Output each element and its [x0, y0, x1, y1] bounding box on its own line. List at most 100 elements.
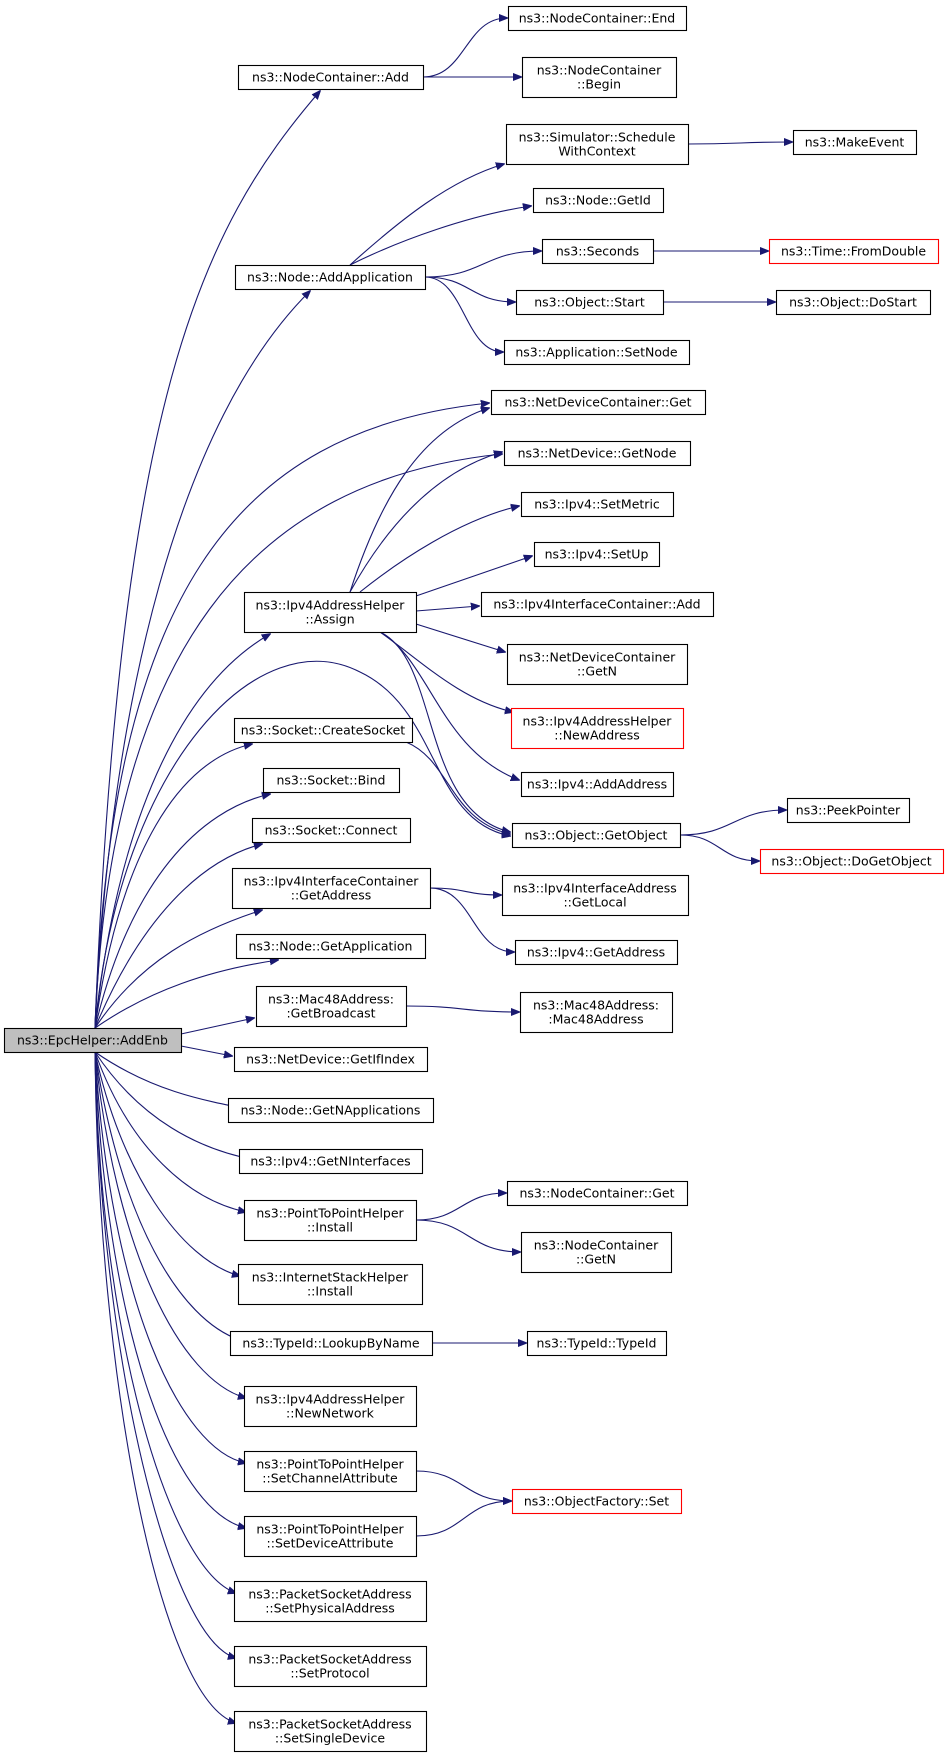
node-ipv4-getnifs[interactable]: ns3::Ipv4::GetNInterfaces — [238, 1148, 424, 1175]
node-label: ::SetDeviceAttribute — [267, 1536, 394, 1551]
edge-root-to-nd_getifindex — [180, 1045, 232, 1056]
node-box — [233, 1710, 428, 1753]
node-label: :Mac48Address — [548, 1012, 643, 1027]
edge-obj_getobject-to-peekpointer — [679, 810, 786, 836]
node-ipv4-setup[interactable]: ns3::Ipv4::SetUp — [533, 541, 661, 568]
node-obj-dostart[interactable]: ns3::Object::DoStart — [775, 289, 932, 316]
node-box — [490, 389, 707, 416]
node-nd-getifindex[interactable]: ns3::NetDevice::GetIfIndex — [233, 1046, 429, 1073]
node-sock-connect[interactable]: ns3::Socket::Connect — [251, 817, 412, 844]
edge-ipv4ah_assign-to-ndc_get — [349, 408, 489, 593]
node-box — [515, 289, 665, 316]
node-ipv4ah-newaddr[interactable]: ns3::Ipv4AddressHelper::NewAddress — [510, 707, 685, 750]
node-label: ns3::PacketSocketAddress — [248, 1717, 411, 1732]
node-ipv4ia-getlocal[interactable]: ns3::Ipv4InterfaceAddress::GetLocal — [501, 874, 690, 917]
node-time-fromdouble[interactable]: ns3::Time::FromDouble — [768, 238, 940, 265]
edge-root-to-ipv4ic_getaddr — [94, 910, 262, 1029]
node-typeid-ctor[interactable]: ns3::TypeId::TypeId — [526, 1330, 668, 1357]
node-label: ns3::Ipv4::GetNInterfaces — [250, 1154, 410, 1169]
node-node-getnapps[interactable]: ns3::Node::GetNApplications — [227, 1097, 435, 1124]
node-mac48-ctor[interactable]: ns3::Mac48Address::Mac48Address — [519, 991, 674, 1034]
node-box — [792, 129, 918, 156]
edge-node_addapp-to-sim_sched — [349, 164, 504, 266]
node-nc-end[interactable]: ns3::NodeContainer::End — [507, 5, 688, 32]
node-label: ns3::Ipv4InterfaceContainer — [244, 874, 420, 889]
node-ipv4-setmetric[interactable]: ns3::Ipv4::SetMetric — [520, 491, 675, 518]
node-p2p-install[interactable]: ns3::PointToPointHelper::Install — [243, 1199, 418, 1242]
node-box — [505, 123, 690, 166]
node-node-getid[interactable]: ns3::Node::GetId — [532, 187, 665, 214]
node-box — [233, 1046, 429, 1073]
edge-root-to-sock_create — [94, 744, 252, 1029]
node-nc-getn[interactable]: ns3::NodeContainer::GetN — [520, 1231, 673, 1274]
node-box — [251, 817, 412, 844]
node-mac48-getbcast[interactable]: ns3::Mac48Address::GetBroadcast — [255, 985, 408, 1028]
node-box — [233, 717, 414, 744]
node-label: ::Begin — [577, 77, 621, 92]
node-label: ns3::MakeEvent — [805, 135, 905, 150]
node-node-getapp[interactable]: ns3::Node::GetApplication — [235, 933, 427, 960]
node-p2p-setdev[interactable]: ns3::PointToPointHelper::SetDeviceAttrib… — [243, 1515, 418, 1558]
node-box — [532, 187, 665, 214]
node-label: ns3::PointToPointHelper — [256, 1457, 404, 1472]
node-ipv4ah-assign[interactable]: ns3::Ipv4AddressHelper::Assign — [243, 591, 418, 634]
node-ipv4-getaddr[interactable]: ns3::Ipv4::GetAddress — [514, 939, 679, 966]
node-label: ns3::Object::DoStart — [789, 295, 917, 310]
node-box — [519, 991, 674, 1034]
node-box — [234, 264, 427, 291]
node-label: ns3::Socket::CreateSocket — [241, 723, 406, 738]
node-root[interactable]: ns3::EpcHelper::AddEnb — [3, 1027, 183, 1054]
node-box — [533, 541, 661, 568]
node-label: ::SetSingleDevice — [275, 1731, 385, 1746]
node-p2p-setchan[interactable]: ns3::PointToPointHelper::SetChannelAttri… — [243, 1450, 418, 1493]
node-ndc-getn[interactable]: ns3::NetDeviceContainer::GetN — [506, 643, 689, 686]
node-sock-create[interactable]: ns3::Socket::CreateSocket — [233, 717, 414, 744]
node-box — [768, 238, 940, 265]
node-ipv4ic-add[interactable]: ns3::Ipv4InterfaceContainer::Add — [480, 591, 715, 618]
node-ipv4-addaddr[interactable]: ns3::Ipv4::AddAddress — [520, 771, 675, 798]
node-app-setnode[interactable]: ns3::Application::SetNode — [503, 339, 691, 366]
node-box — [521, 56, 678, 99]
node-psa-setphys[interactable]: ns3::PacketSocketAddress::SetPhysicalAdd… — [233, 1580, 428, 1623]
node-box — [775, 289, 932, 316]
node-ipv4ah-newnet[interactable]: ns3::Ipv4AddressHelper::NewNetwork — [243, 1385, 418, 1428]
node-typeid-lookup[interactable]: ns3::TypeId::LookupByName — [229, 1330, 434, 1357]
node-box — [514, 939, 679, 966]
node-objfactory-set[interactable]: ns3::ObjectFactory::Set — [511, 1488, 683, 1515]
node-obj-dogetobject[interactable]: ns3::Object::DoGetObject — [759, 848, 945, 875]
node-nc-add[interactable]: ns3::NodeContainer::Add — [237, 64, 425, 91]
node-ish-install[interactable]: ns3::InternetStackHelper::Install — [237, 1263, 424, 1306]
node-sock-bind[interactable]: ns3::Socket::Bind — [262, 767, 401, 794]
edge-sim_sched-to-make_event — [687, 142, 792, 144]
node-make-event[interactable]: ns3::MakeEvent — [792, 129, 918, 156]
edge-ipv4ah_assign-to-ipv4ic_add — [415, 606, 479, 612]
node-box — [243, 1199, 418, 1242]
node-psa-setsingle[interactable]: ns3::PacketSocketAddress::SetSingleDevic… — [233, 1710, 428, 1753]
node-label: ns3::Ipv4::GetAddress — [527, 945, 665, 960]
node-ndc-get[interactable]: ns3::NetDeviceContainer::Get — [490, 389, 707, 416]
edges — [94, 18, 792, 1723]
node-obj-getobject[interactable]: ns3::Object::GetObject — [511, 822, 682, 849]
node-nc-get[interactable]: ns3::NodeContainer::Get — [506, 1180, 689, 1207]
edge-ipv4ah_assign-to-ipv4_setup — [415, 556, 532, 597]
node-peekpointer[interactable]: ns3::PeekPointer — [786, 797, 911, 824]
node-box — [520, 491, 675, 518]
node-label: ns3::NetDeviceContainer::Get — [504, 395, 691, 410]
node-nc-begin[interactable]: ns3::NodeContainer::Begin — [521, 56, 678, 99]
node-seconds[interactable]: ns3::Seconds — [541, 238, 655, 265]
node-nd-getnode[interactable]: ns3::NetDevice::GetNode — [503, 440, 692, 467]
node-label: ns3::Application::SetNode — [515, 345, 678, 360]
node-obj-start[interactable]: ns3::Object::Start — [515, 289, 665, 316]
edge-ipv4ah_assign-to-obj_getobject — [379, 631, 510, 832]
edge-root-to-sock_bind — [94, 794, 270, 1029]
edge-ipv4ah_assign-to-ipv4_setmetric — [359, 506, 519, 593]
node-psa-setproto[interactable]: ns3::PacketSocketAddress::SetProtocol — [233, 1645, 428, 1688]
node-label: ns3::Mac48Address: — [533, 998, 659, 1013]
node-label: ::SetProtocol — [290, 1666, 369, 1681]
node-node-addapp[interactable]: ns3::Node::AddApplication — [234, 264, 427, 291]
edge-root-to-mac48_getbcast — [180, 1018, 254, 1035]
node-label: ns3::EpcHelper::AddEnb — [17, 1033, 168, 1048]
node-ipv4ic-getaddr[interactable]: ns3::Ipv4InterfaceContainer::GetAddress — [231, 867, 432, 910]
node-label: ns3::Object::DoGetObject — [771, 854, 931, 869]
